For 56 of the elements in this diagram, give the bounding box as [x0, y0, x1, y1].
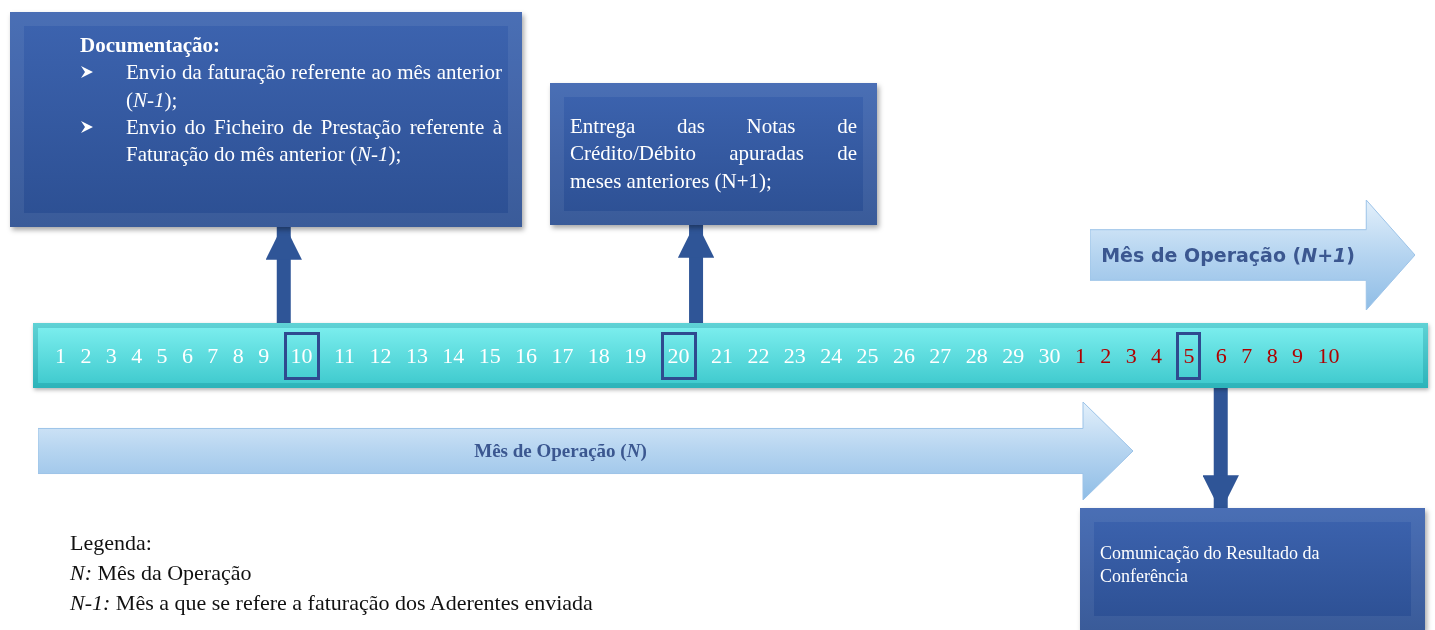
timeline-arrow-band — [38, 402, 1133, 500]
day-number: 3 — [1125, 342, 1137, 369]
day-number: 12 — [369, 342, 392, 369]
highlighted-day: 5 — [1176, 331, 1202, 380]
highlighted-day: 20 — [660, 331, 697, 380]
day-number: 8 — [232, 342, 244, 369]
day-number: 4 — [1151, 342, 1163, 369]
day-number: 9 — [1292, 342, 1304, 369]
day-number: 18 — [587, 342, 610, 369]
day-number: 13 — [405, 342, 428, 369]
day-number: 8 — [1266, 342, 1278, 369]
legend-text: N: Mês da Operação — [70, 560, 252, 586]
day-number: 19 — [624, 342, 647, 369]
day-number: 17 — [551, 342, 574, 369]
day-number: 1 — [55, 342, 66, 369]
day-number: 24 — [820, 342, 843, 369]
box-heading: Documentação: — [80, 32, 221, 59]
day-number: 26 — [892, 342, 915, 369]
day-number: 6 — [1215, 342, 1227, 369]
day-number: 7 — [1241, 342, 1253, 369]
highlighted-day: 10 — [283, 331, 320, 380]
day-number: 27 — [929, 342, 952, 369]
day-number: 3 — [105, 342, 117, 369]
day-number: 11 — [333, 342, 356, 369]
day-number: 2 — [1100, 342, 1112, 369]
day-number: 2 — [80, 342, 92, 369]
bullet-text: Envio da faturação referente ao mês anterior (N-1); — [126, 59, 502, 114]
legend-text: Legenda: — [70, 530, 152, 556]
day-number: 6 — [181, 342, 193, 369]
box-text: Entrega das Notas de Crédito/Débito apuradas de meses anteriores (N+1); — [570, 113, 857, 195]
band-label: Mês de Operação (N+1) — [1101, 244, 1356, 266]
day-number: 14 — [442, 342, 465, 369]
day-number: 7 — [207, 342, 219, 369]
day-number: 15 — [478, 342, 501, 369]
day-number: 28 — [965, 342, 988, 369]
day-number: 29 — [1002, 342, 1025, 369]
day-number: 9 — [258, 342, 270, 369]
day-number: 16 — [515, 342, 538, 369]
day-number: 5 — [156, 342, 168, 369]
box-text: Comunicação do Resultado da Conferência — [1100, 542, 1321, 589]
day-number: 1 — [1074, 342, 1086, 369]
legend-text: N-1: Mês a que se refere a faturação dos Aderentes enviada — [70, 590, 593, 616]
timeline-bar — [33, 323, 1428, 388]
day-number: 21 — [711, 342, 733, 369]
day-number: 25 — [856, 342, 879, 369]
day-number: 23 — [783, 342, 806, 369]
timeline-arrow-band — [1090, 200, 1415, 310]
process-box — [1080, 508, 1425, 630]
day-number: 30 — [1038, 342, 1061, 369]
day-number: 4 — [131, 342, 143, 369]
day-number: 22 — [747, 342, 770, 369]
bullet-text: Envio do Ficheiro de Prestação referente à Faturação do mês anterior (N-1); — [126, 113, 502, 169]
process-box — [550, 83, 877, 225]
process-box — [10, 12, 522, 227]
band-label: Mês de Operação (N) — [474, 440, 647, 461]
day-number: 10 — [1317, 342, 1340, 369]
